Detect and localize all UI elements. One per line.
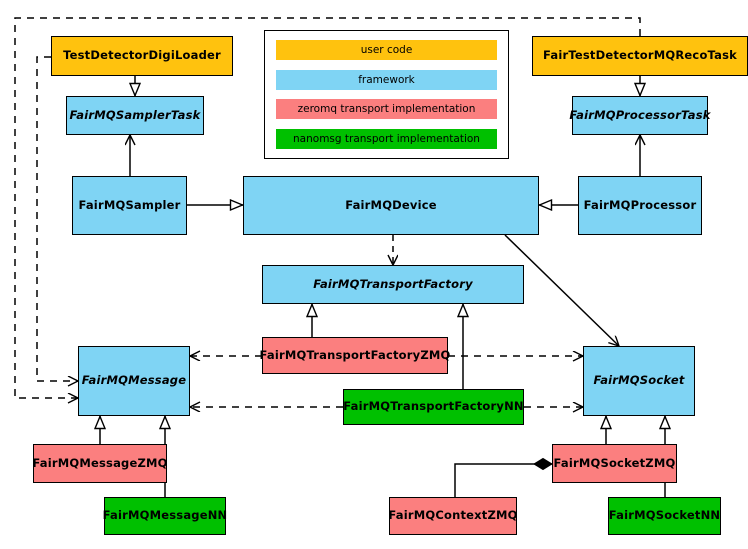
class-label: FairMQSocket: [593, 373, 685, 388]
class-box-fairmqmessagezmq[interactable]: FairMQMessageZMQ: [32, 444, 168, 483]
class-box-fairmqtransportfactory[interactable]: FairMQTransportFactory: [262, 265, 524, 304]
class-box-fairmqtransportfactorynn[interactable]: FairMQTransportFactoryNN: [343, 389, 524, 425]
legend-item-zeromq: zeromq transport implementation: [276, 99, 497, 120]
class-box-fairtestdetectormqrecotask[interactable]: FairTestDetectorMQRecoTask: [532, 36, 748, 76]
class-box-fairmqcontextzmq[interactable]: FairMQContextZMQ: [388, 497, 518, 535]
class-label: FairMQTransportFactoryZMQ: [259, 347, 451, 362]
class-label: FairMQSocketNN: [608, 508, 721, 523]
legend-item-nanomsg: nanomsg transport implementation: [276, 128, 497, 149]
class-label: FairMQDevice: [345, 197, 437, 212]
class-box-fairmqtransportfactoryzmq[interactable]: FairMQTransportFactoryZMQ: [259, 337, 451, 374]
edge-socketzmq-contextzmq: [454, 457, 553, 497]
class-box-fairmqprocessor[interactable]: FairMQProcessor: [578, 176, 702, 235]
class-box-fairmqmessagenn[interactable]: FairMQMessageNN: [102, 497, 228, 535]
class-box-fairmqsocketzmq[interactable]: FairMQSocketZMQ: [552, 444, 677, 483]
class-box-fairmqdevice[interactable]: FairMQDevice: [243, 176, 539, 235]
class-box-fairmqsamplertask[interactable]: FairMQSamplerTask: [66, 96, 204, 135]
class-label: FairMQProcessor: [583, 197, 697, 212]
class-label: FairMQTransportFactoryNN: [343, 399, 524, 414]
class-label: FairMQMessageZMQ: [32, 455, 168, 470]
class-label: FairMQMessageNN: [102, 508, 228, 523]
class-label: FairMQSampler: [78, 197, 181, 212]
legend-label: user code: [360, 44, 413, 56]
class-box-fairmqprocessortask[interactable]: FairMQProcessorTask: [569, 96, 711, 135]
legend-panel: user code framework zeromq transport imp…: [264, 30, 509, 159]
legend-item-user-code: user code: [276, 40, 497, 60]
legend-item-framework: framework: [276, 69, 497, 90]
class-box-fairmqsocketnn[interactable]: FairMQSocketNN: [608, 497, 721, 535]
class-label: FairMQContextZMQ: [388, 508, 518, 523]
class-label: FairMQSocketZMQ: [553, 455, 676, 470]
class-label: FairTestDetectorMQRecoTask: [543, 48, 737, 63]
legend-label: framework: [358, 73, 415, 86]
class-box-fairmqmessage[interactable]: FairMQMessage: [78, 346, 190, 416]
legend-label: zeromq transport implementation: [297, 103, 476, 116]
class-label: FairMQProcessorTask: [569, 107, 711, 122]
class-box-testdetectordigiloader[interactable]: TestDetectorDigiLoader: [51, 36, 233, 76]
class-box-fairmqsocket[interactable]: FairMQSocket: [583, 346, 695, 416]
class-label: FairMQSamplerTask: [69, 107, 201, 122]
class-label: FairMQTransportFactory: [313, 276, 473, 291]
class-label: FairMQMessage: [81, 373, 187, 388]
legend-label: nanomsg transport implementation: [293, 132, 480, 145]
class-label: TestDetectorDigiLoader: [63, 48, 221, 63]
class-box-fairmqsampler[interactable]: FairMQSampler: [72, 176, 187, 235]
